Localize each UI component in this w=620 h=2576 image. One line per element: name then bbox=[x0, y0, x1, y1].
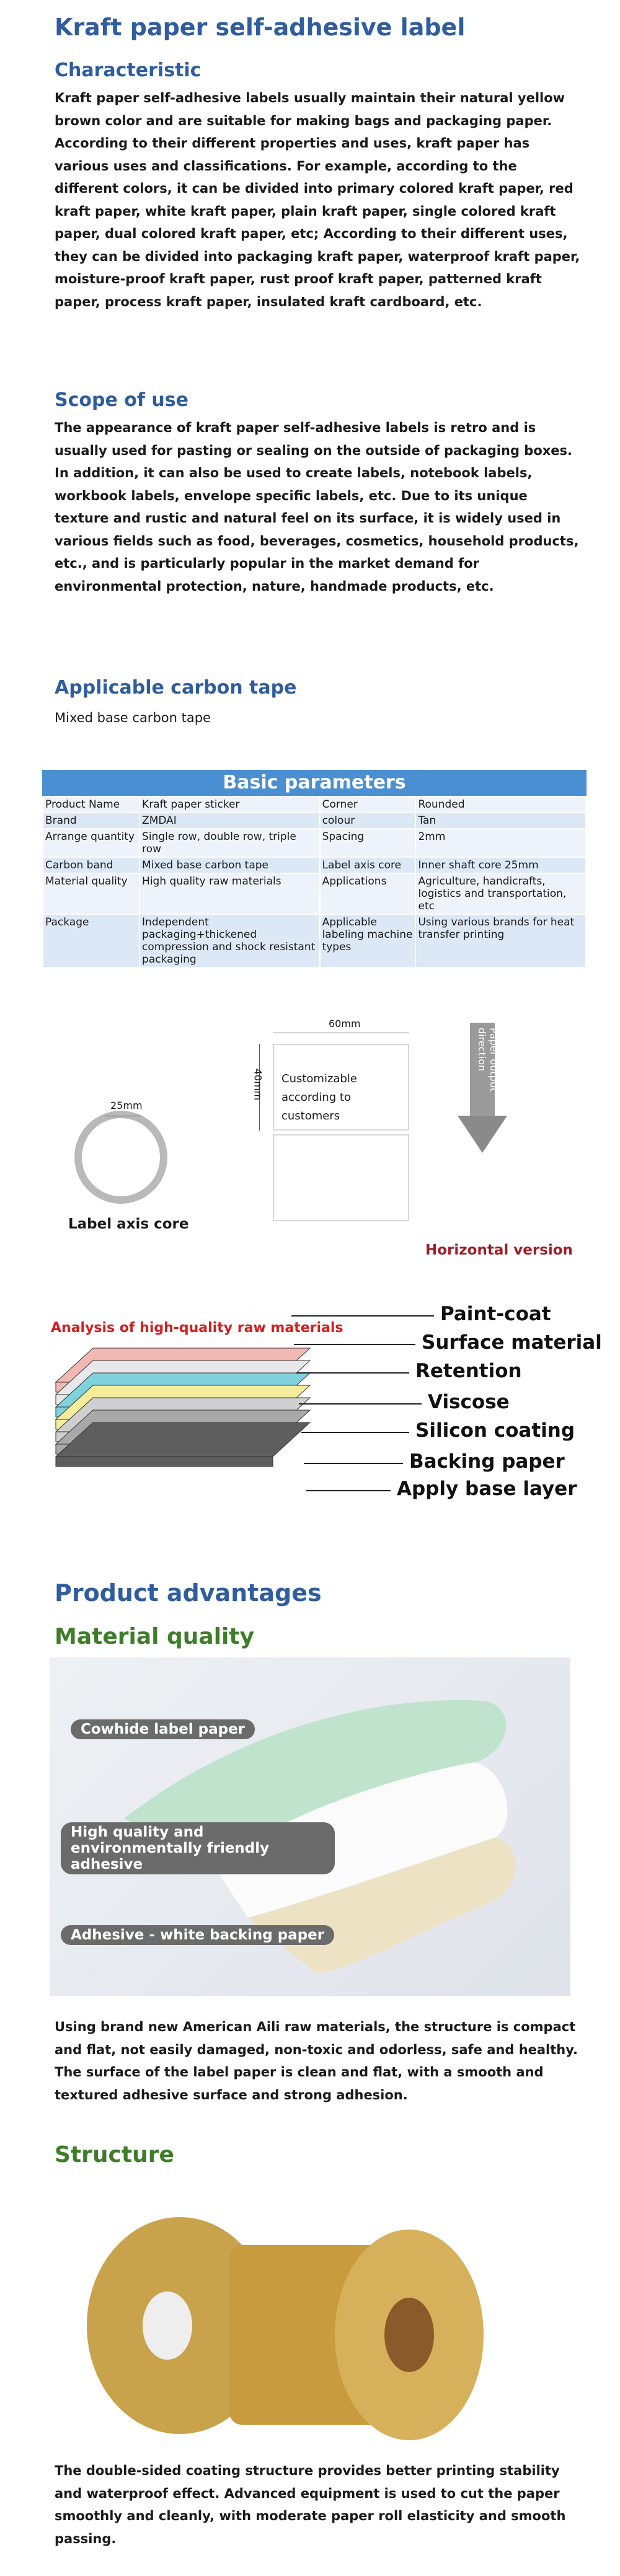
table-cell: Brand bbox=[42, 812, 141, 829]
layer-leader-line bbox=[306, 1490, 391, 1491]
layer-label: Retention bbox=[415, 1360, 522, 1382]
table-cell: Inner shaft core 25mm bbox=[415, 857, 587, 874]
core-label: Label axis core bbox=[68, 1216, 189, 1232]
material-image: Cowhide label paper High quality and env… bbox=[50, 1657, 570, 1996]
carbon-tape-text: Mixed base carbon tape bbox=[55, 710, 211, 725]
layer-label: Backing paper bbox=[409, 1450, 565, 1473]
table-cell: ZMDAI bbox=[139, 812, 321, 829]
page-title: Kraft paper self-adhesive label bbox=[55, 14, 466, 41]
layer-label: Paint-coat bbox=[440, 1303, 551, 1325]
layer-leader-line bbox=[291, 1315, 434, 1317]
table-cell: Independent packaging+thickened compress… bbox=[139, 914, 321, 968]
width-label: 60mm bbox=[329, 1018, 361, 1030]
material-text: Using brand new American Aili raw materi… bbox=[55, 2019, 578, 2102]
scope-text: The appearance of kraft paper self-adhes… bbox=[55, 420, 579, 594]
table-cell: Rounded bbox=[415, 796, 587, 813]
core-size-label: 25mm bbox=[110, 1100, 143, 1111]
characteristic-heading: Characteristic bbox=[55, 60, 202, 81]
table-cell: Material quality bbox=[42, 873, 141, 915]
customizable-text: Customizable according to customers bbox=[281, 1072, 357, 1123]
layer-label: Apply base layer bbox=[397, 1478, 577, 1500]
table-cell: Single row, double row, triple row bbox=[139, 828, 321, 858]
layer-label: Surface material bbox=[422, 1331, 602, 1354]
analysis-label: Analysis of high-quality raw materials bbox=[51, 1320, 343, 1336]
height-dimension-line bbox=[259, 1044, 260, 1131]
axis-core-ring bbox=[74, 1111, 167, 1204]
output-arrow-shaft: Paper output direction bbox=[470, 1023, 500, 1116]
table-cell: Spacing bbox=[319, 828, 417, 858]
pill-backing: Adhesive - white backing paper bbox=[61, 1925, 335, 1945]
table-cell: Label axis core bbox=[319, 857, 417, 874]
table-cell: Kraft paper sticker bbox=[139, 796, 321, 813]
layer-side bbox=[55, 1456, 273, 1467]
table-cell: Package bbox=[42, 914, 141, 968]
layer-leader-line bbox=[296, 1372, 409, 1374]
layer-leader-line bbox=[294, 1344, 415, 1345]
layer-leader-line bbox=[299, 1403, 422, 1405]
layer-leader-line bbox=[304, 1463, 403, 1464]
parameters-title: Basic parameters bbox=[42, 770, 587, 796]
layer-stack bbox=[55, 1348, 311, 1467]
orientation-label: Horizontal version bbox=[425, 1242, 573, 1258]
table-cell: Agriculture, handicrafts, logistics and … bbox=[415, 873, 587, 915]
table-cell: Arrange quantity bbox=[42, 828, 141, 858]
characteristic-text: Kraft paper self-adhesive labels usually… bbox=[55, 90, 580, 309]
label-sheet-2 bbox=[273, 1134, 409, 1221]
table-cell: Applicable labeling machine types bbox=[319, 914, 417, 968]
height-label: 40mm bbox=[252, 1068, 264, 1101]
table-cell: colour bbox=[319, 812, 417, 829]
structure-heading: Structure bbox=[55, 2142, 174, 2168]
table-cell: Tan bbox=[415, 812, 587, 829]
table-cell: Product Name bbox=[42, 796, 141, 813]
scope-heading: Scope of use bbox=[55, 389, 188, 411]
layer-label: Silicon coating bbox=[415, 1419, 575, 1442]
output-direction-text: Paper output direction bbox=[476, 1028, 500, 1092]
layer-top bbox=[55, 1422, 311, 1457]
structure-text: The double-sided coating structure provi… bbox=[55, 2463, 566, 2546]
table-cell: Corner bbox=[319, 796, 417, 813]
table-cell: High quality raw materials bbox=[139, 873, 321, 915]
pill-adhesive: High quality and environmentally friendl… bbox=[61, 1822, 335, 1874]
material-heading: Material quality bbox=[55, 1624, 255, 1649]
layer-leader-line bbox=[301, 1432, 409, 1433]
table-cell: Carbon band bbox=[42, 857, 141, 874]
table-cell: 2mm bbox=[415, 828, 587, 858]
table-cell: Using various brands for heat transfer p… bbox=[415, 914, 587, 968]
table-cell: Mixed base carbon tape bbox=[139, 857, 321, 874]
advantages-heading: Product advantages bbox=[55, 1579, 322, 1607]
layer-label: Viscose bbox=[428, 1391, 510, 1413]
pill-cowhide: Cowhide label paper bbox=[71, 1719, 255, 1739]
label-rolls-image bbox=[87, 2217, 484, 2440]
label-sheet-1: Customizable according to customers bbox=[273, 1044, 409, 1131]
table-cell: Applications bbox=[319, 873, 417, 915]
output-arrow-head bbox=[458, 1116, 507, 1153]
carbon-tape-heading: Applicable carbon tape bbox=[55, 677, 297, 699]
